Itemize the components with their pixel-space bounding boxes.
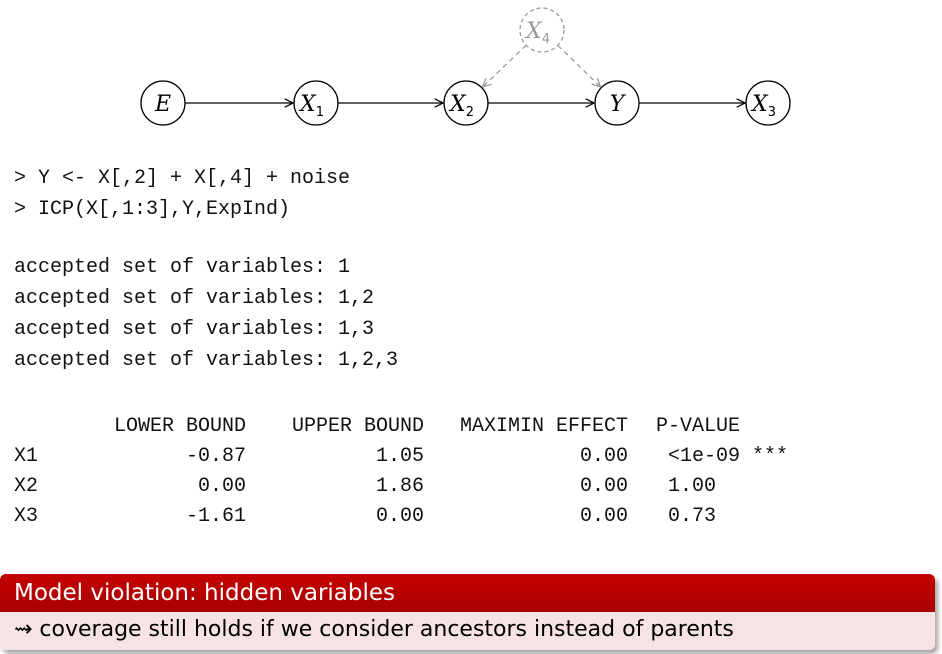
accepted-line: accepted set of variables: 1,2 <box>14 287 375 310</box>
edge-x4-y <box>557 44 601 87</box>
table-row: X3 -1.61 0.00 0.00 0.73 <box>14 501 798 531</box>
maximin-cell: 0.00 <box>579 504 628 528</box>
header-cell: UPPER BOUND <box>291 414 424 438</box>
edge-x4-x2 <box>483 44 527 87</box>
node-x3 <box>745 80 791 126</box>
command-line: > ICP(X[,1:3],Y,ExpInd) <box>14 198 291 221</box>
node-label-x3: X3 <box>750 92 776 120</box>
table-row: X1 -0.87 1.05 0.00 <1e-09 *** <box>14 441 798 471</box>
row-label: X3 <box>14 504 39 528</box>
alert-block: Model violation: hidden variables ⇝ cove… <box>0 574 935 650</box>
p-value-cell: 1.00 <box>668 474 717 498</box>
accepted-line: accepted set of variables: 1 <box>14 256 351 279</box>
maximin-cell: 0.00 <box>579 474 628 498</box>
node-label-e: E <box>154 92 171 117</box>
command-line: > Y <- X[,2] + X[,4] + noise <box>14 167 351 190</box>
accepted-line: accepted set of variables: 1,2,3 <box>14 349 399 372</box>
lower-bound-cell: 0.00 <box>197 474 246 498</box>
node-x1 <box>293 80 339 126</box>
header-cell: MAXIMIN EFFECT <box>459 414 628 438</box>
row-label: X1 <box>14 444 39 468</box>
node-e <box>140 80 186 126</box>
accepted-sets-output: accepted set of variables: 1 accepted se… <box>14 252 398 376</box>
maximin-cell: 0.00 <box>579 444 628 468</box>
lower-bound-cell: -1.61 <box>185 504 246 528</box>
console-commands: > Y <- X[,2] + X[,4] + noise > ICP(X[,1:… <box>14 163 350 225</box>
header-cell: P-VALUE <box>656 414 741 438</box>
lower-bound-cell: -0.87 <box>185 444 246 468</box>
p-value-cell: <1e-09 *** <box>668 444 789 468</box>
node-x2 <box>443 80 489 126</box>
upper-bound-cell: 0.00 <box>375 504 424 528</box>
row-label: X2 <box>14 474 39 498</box>
node-y <box>594 80 640 126</box>
block-body: ⇝ coverage still holds if we consider an… <box>0 612 935 650</box>
upper-bound-cell: 1.05 <box>375 444 424 468</box>
accepted-line: accepted set of variables: 1,3 <box>14 318 375 341</box>
table-row: X2 0.00 1.86 0.00 1.00 <box>14 471 798 501</box>
node-x4 <box>519 7 565 53</box>
results-header-row: LOWER BOUND UPPER BOUND MAXIMIN EFFECT P… <box>14 411 798 441</box>
results-table: LOWER BOUND UPPER BOUND MAXIMIN EFFECT P… <box>14 411 798 531</box>
header-cell: LOWER BOUND <box>113 414 246 438</box>
header-cell <box>14 411 84 441</box>
node-label-y: Y <box>610 92 627 117</box>
upper-bound-cell: 1.86 <box>375 474 424 498</box>
block-title: Model violation: hidden variables <box>0 574 935 612</box>
p-value-cell: 0.73 <box>668 504 717 528</box>
